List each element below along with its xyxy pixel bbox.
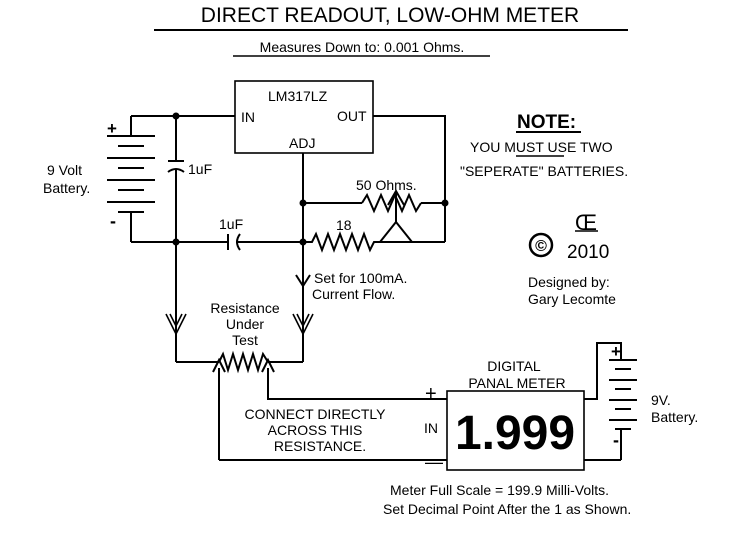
test-clip-right [292, 313, 314, 336]
battery-1-label-line2: Battery. [43, 180, 90, 196]
designer-line1: Designed by: [528, 274, 610, 290]
meter-label-line2: PANAL METER [468, 375, 565, 391]
page-subtitle: Measures Down to: 0.001 Ohms. [260, 39, 465, 55]
page-title: DIRECT READOUT, LOW-OHM METER [201, 4, 579, 27]
copyright-year: 2010 [567, 242, 609, 263]
note-heading: NOTE: [517, 112, 576, 133]
connect-note-line3: RESISTANCE. [274, 438, 366, 454]
current-note-line2: Current Flow. [312, 286, 395, 302]
connect-note-line1: CONNECT DIRECTLY [244, 406, 386, 422]
regulator-in-pin: IN [241, 109, 255, 125]
resistor-label: 18 [336, 217, 352, 233]
note-must: MUST [504, 139, 544, 155]
note-line1: YOU MUST USE TWO [470, 139, 613, 155]
meter-minus: — [425, 452, 443, 472]
connect-note-line2: ACROSS THIS [268, 422, 363, 438]
footer-line1: Meter Full Scale = 199.9 Milli-Volts. [390, 482, 609, 498]
battery-2-minus: - [613, 430, 619, 450]
meter-box [446, 390, 585, 471]
junction-dot [172, 238, 180, 246]
pot-label: 50 Ohms. [356, 177, 417, 193]
note-line1-a: YOU [470, 139, 504, 155]
designer-line2: Gary Lecomte [528, 291, 616, 307]
battery-1-plus: + [107, 119, 117, 138]
cap-2-label: 1uF [219, 216, 243, 232]
battery-1-minus: - [110, 211, 116, 231]
footer-line2: Set Decimal Point After the 1 as Shown. [383, 501, 631, 517]
battery-1-label-line1: 9 Volt [47, 162, 82, 178]
meter-in-label: IN [424, 420, 438, 436]
meter-label-line1: DIGITAL [487, 358, 541, 374]
battery-2-symbol [609, 359, 637, 460]
junction-dot [299, 199, 307, 207]
battery-1-symbol [107, 116, 155, 242]
regulator-out-pin: OUT [337, 108, 367, 124]
meter-readout: 1.999 [455, 407, 575, 460]
cap-1-label: 1uF [188, 161, 212, 177]
junction-dot [441, 199, 449, 207]
copyright-circle-icon [528, 232, 554, 258]
current-note-line1: Set for 100mA. [314, 270, 407, 286]
junction-dot [299, 238, 307, 246]
regulator-ic: LM317LZ IN OUT ADJ [234, 80, 374, 154]
designer-mark-icon: Œ [575, 210, 597, 235]
copyright-symbol-icon: © [535, 238, 547, 255]
meter-plus: + [425, 383, 437, 405]
battery-2-label-line1: 9V. [651, 392, 671, 408]
rut-label-line2: Under [226, 316, 264, 332]
rut-label-line3: Test [232, 332, 258, 348]
note-line2: "SEPERATE" BATTERIES. [460, 163, 628, 179]
note-line1-c: USE TWO [544, 139, 613, 155]
regulator-name: LM317LZ [268, 88, 328, 104]
battery-2-plus: + [611, 342, 621, 361]
rut-label-line1: Resistance [210, 300, 279, 316]
test-clip-left [165, 313, 187, 336]
junction-dot [172, 112, 180, 120]
regulator-adj-pin: ADJ [289, 135, 315, 151]
battery-2-label-line2: Battery. [651, 409, 698, 425]
